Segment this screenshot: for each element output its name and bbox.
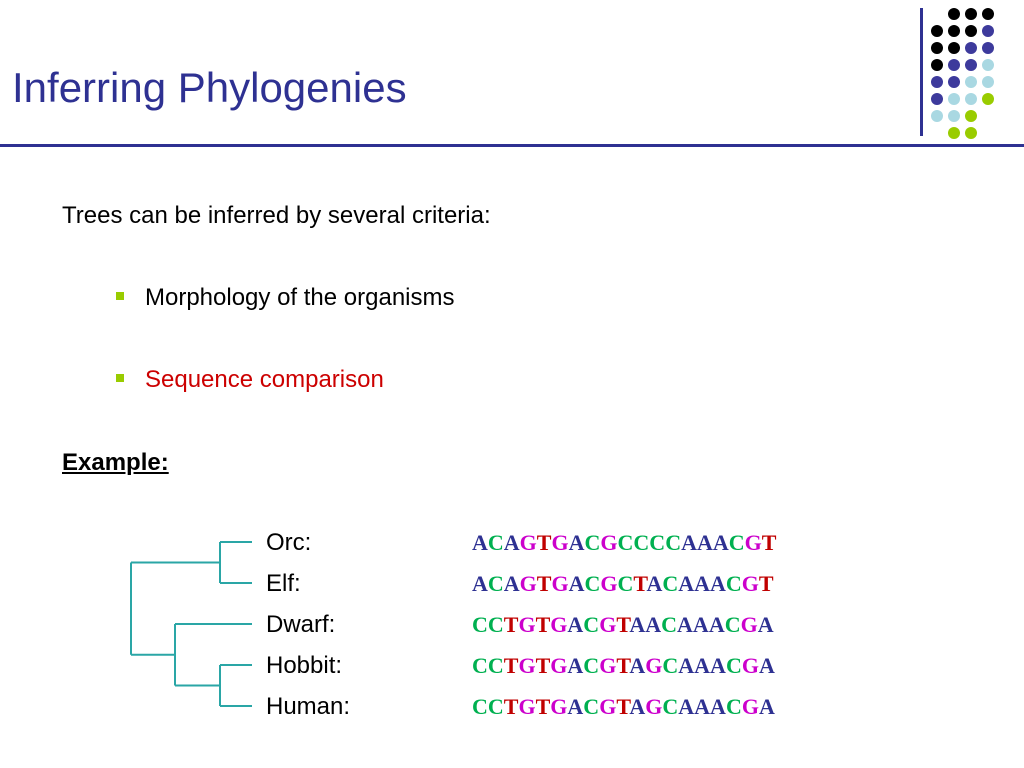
alignment-row-human: Human: CCTGTGACGTAGCAAACGA — [0, 690, 1024, 724]
alignment-row-hobbit: Hobbit: CCTGTGACGTAGCAAACGA — [0, 649, 1024, 683]
organism-name: Hobbit: — [266, 652, 343, 679]
decorative-dot — [931, 59, 943, 71]
slide-title: Inferring Phylogenies — [12, 64, 407, 111]
alignment-row-dwarf: Dwarf: CCTGTGACGTAACAAACGA — [0, 608, 1024, 642]
decorative-dot — [965, 110, 977, 122]
square-bullet-icon — [116, 292, 124, 300]
decorative-dot — [948, 42, 960, 54]
decorative-dot — [982, 59, 994, 71]
decorative-dot — [931, 76, 943, 88]
organism-name: Dwarf: — [266, 611, 336, 638]
decorative-dot — [948, 59, 960, 71]
decorative-dot — [948, 93, 960, 105]
decorative-dot — [948, 76, 960, 88]
organism-name: Orc: — [266, 529, 312, 556]
decorative-dot — [982, 8, 994, 20]
bullet-label: Morphology of the organisms — [145, 284, 455, 311]
decorative-dot — [965, 25, 977, 37]
decorative-dot — [931, 25, 943, 37]
dna-sequence: CCTGTGACGTAGCAAACGA — [472, 653, 775, 678]
decorative-dot — [982, 25, 994, 37]
decorative-dot — [965, 76, 977, 88]
decorative-vertical-rule — [920, 8, 923, 136]
decorative-dot — [948, 8, 960, 20]
dna-sequence: ACAGTGACGCTACAAACGT — [472, 571, 774, 596]
dna-sequence: CCTGTGACGTAGCAAACGA — [472, 694, 775, 719]
decorative-dot — [931, 110, 943, 122]
organism-name: Human: — [266, 693, 351, 720]
organism-name: Elf: — [266, 570, 301, 597]
decorative-dot — [965, 8, 977, 20]
dna-sequence: ACAGTGACGCCCCAAACGT — [472, 530, 777, 555]
dna-sequence: CCTGTGACGTAACAAACGA — [472, 612, 774, 637]
alignment-row-elf: Elf: ACAGTGACGCTACAAACGT — [0, 567, 1024, 601]
decorative-dot — [965, 127, 977, 139]
decorative-dot — [965, 42, 977, 54]
intro-text: Trees can be inferred by several criteri… — [62, 202, 491, 229]
decorative-dot — [982, 93, 994, 105]
square-bullet-icon — [116, 374, 124, 382]
decorative-dot — [948, 25, 960, 37]
decorative-dot — [948, 110, 960, 122]
alignment-row-orc: Orc: ACAGTGACGCCCCAAACGT — [0, 526, 1024, 560]
decorative-dot — [965, 59, 977, 71]
decorative-dot — [931, 42, 943, 54]
decorative-dot — [965, 93, 977, 105]
decorative-dot — [982, 42, 994, 54]
decorative-dot — [931, 93, 943, 105]
decorative-dot — [948, 127, 960, 139]
decorative-dot — [982, 76, 994, 88]
bullet-label: Sequence comparison — [145, 366, 384, 393]
example-heading: Example: — [62, 449, 169, 476]
title-underline — [0, 144, 1024, 147]
